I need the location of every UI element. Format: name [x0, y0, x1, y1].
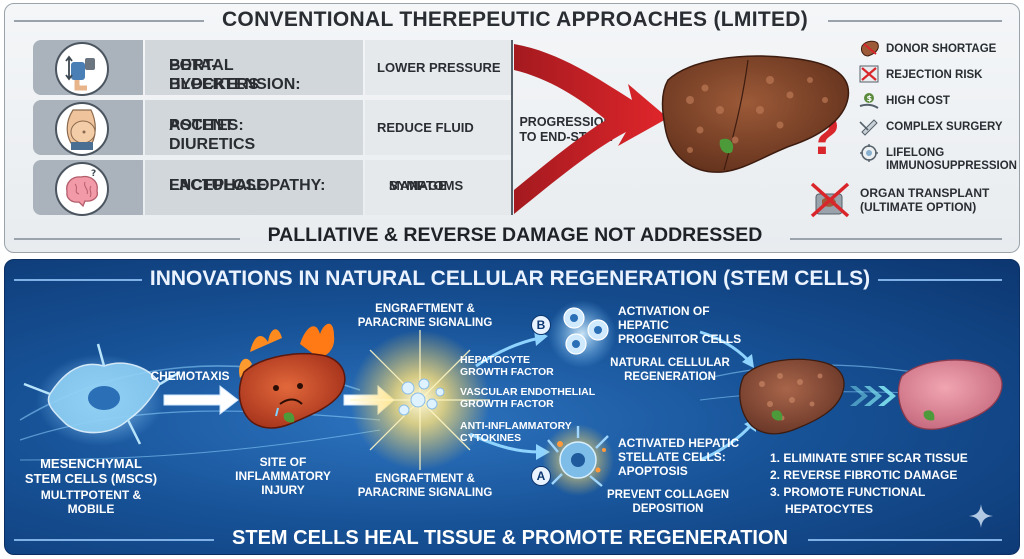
vertical-divider: [511, 40, 513, 215]
svg-text:$: $: [867, 94, 873, 103]
treatment-icon-box: [33, 40, 143, 96]
innovation-rule-right: [878, 279, 1002, 281]
engraftment-label-bottom: ENGRAFTMENT &PARACRINE SIGNALING: [357, 473, 493, 499]
chemotaxis-label: CHEMOTAXIS: [150, 369, 230, 383]
treatment-name: PORTAL HYPERTENSION:BETA-BLOCKERS: [145, 40, 363, 95]
treatment-icon-box: ?: [33, 160, 143, 216]
bottom-footer-rule-left: [14, 539, 214, 541]
badge-b: B: [531, 315, 551, 335]
mesenchymal-stem-cell: [23, 343, 181, 446]
conventional-title: CONVENTIONAL THEREPEUTIC APPROACHES (LMI…: [221, 8, 809, 31]
transformation-chevrons: [850, 386, 896, 406]
treatment-name: ENCEPHALOPATHY:LACTULOSE: [145, 160, 363, 215]
inflamed-liver: [238, 323, 346, 429]
outcomes-list: 1. ELIMINATE STIFF SCAR TISSUE 2. REVERS…: [770, 450, 970, 518]
regeneration-arrow-upper: [699, 330, 754, 368]
progenitor-cells: [548, 300, 616, 368]
cost-icon: $: [859, 93, 879, 109]
cirrhotic-liver-top: [661, 55, 850, 173]
stem-cell-footer: STEM CELLS HEAL TISSUE & PROMOTE REGENER…: [232, 527, 788, 549]
outcome-item: 1. ELIMINATE STIFF SCAR TISSUE: [770, 451, 968, 465]
abdomen-icon: [55, 102, 109, 156]
footer-rule-right: [790, 238, 1002, 240]
innovation-rule-left: [14, 279, 142, 281]
badge-a: A: [531, 466, 551, 486]
svg-text:?: ?: [91, 169, 96, 179]
innovation-title: INNOVATIONS IN NATURAL CELLULAR REGENERA…: [149, 267, 871, 290]
title-rule-right: [828, 20, 1002, 22]
treatment-effect: LOWER PRESSURE: [365, 40, 511, 95]
bottom-footer-rule-right: [808, 539, 1002, 541]
conventional-footer: PALLIATIVE & REVERSE DAMAGE NOT ADDRESSE…: [267, 224, 763, 246]
outcome-item-continued: HEPATOCYTES: [785, 502, 874, 516]
rejection-icon: [859, 65, 879, 83]
treatment-row-ascites: ASCITES:POTENT DIURETICS REDUCE FLUID: [33, 100, 511, 156]
title-rule-left: [14, 20, 204, 22]
stem-cell-panel: [4, 259, 1020, 555]
paracrine-glow: [350, 330, 490, 470]
brain-icon: ?: [55, 162, 109, 216]
stellate-cell: [542, 424, 614, 496]
immunosuppression-icon: [860, 144, 878, 162]
treatment-name: ASCITES:POTENT DIURETICS: [145, 100, 363, 155]
progression-arrow: [514, 44, 668, 214]
blood-pressure-icon: [55, 42, 109, 96]
sparkle-icon: [969, 504, 993, 528]
msc-sublabel: MULTTPOTENT &MOBILE: [40, 488, 142, 516]
surgery-icon: [859, 119, 878, 136]
treatment-row-portal: PORTAL HYPERTENSION:BETA-BLOCKERS LOWER …: [33, 40, 511, 96]
engraftment-label-top: ENGRAFTMENT &PARACRINE SIGNALING: [357, 303, 493, 329]
outcome-item: 3. PROMOTE FUNCTIONAL: [770, 485, 926, 499]
outcome-item: 2. REVERSE FIBROTIC DAMAGE: [770, 468, 958, 482]
transplant-icon: [810, 182, 850, 218]
treatment-icon-box: [33, 100, 143, 156]
donor-icon: [861, 40, 879, 57]
footer-rule-left: [14, 238, 240, 240]
treatment-effect: REDUCE FLUID: [365, 100, 511, 155]
healthy-liver: [897, 359, 1003, 430]
chemotaxis-arrow: [163, 384, 239, 416]
regenerating-liver: [739, 358, 845, 435]
